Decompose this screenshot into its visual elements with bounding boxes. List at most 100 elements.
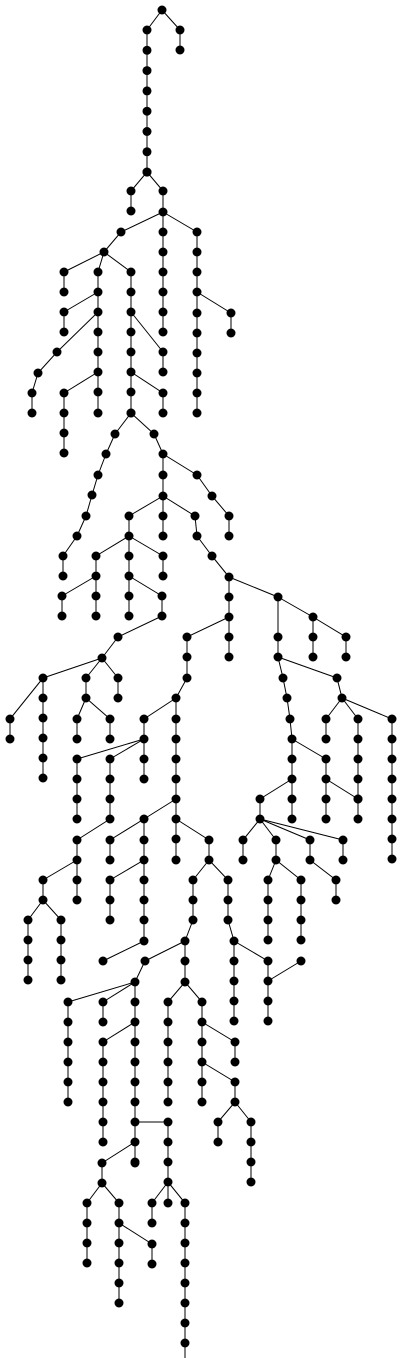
tree-node	[52, 347, 62, 357]
tree-node	[81, 693, 91, 703]
tree-node	[58, 571, 68, 581]
tree-node	[93, 347, 103, 357]
tree-node	[230, 1057, 240, 1067]
tree-node	[105, 895, 115, 905]
tree-node	[182, 632, 192, 642]
tree-node	[158, 207, 168, 217]
tree-node	[63, 1017, 73, 1027]
tree-node	[321, 794, 331, 804]
tree-node	[158, 227, 168, 237]
tree-edge	[37, 351, 58, 374]
tree-node	[238, 835, 248, 845]
tree-node	[114, 1278, 124, 1288]
tree-node	[56, 915, 66, 925]
tree-node	[296, 895, 306, 905]
tree-edge	[61, 575, 97, 597]
tree-edge	[56, 311, 99, 353]
tree-node	[192, 408, 202, 418]
tree-node	[130, 1057, 140, 1067]
tree-node	[157, 5, 167, 15]
tree-node	[126, 367, 136, 377]
tree-node	[98, 1117, 108, 1127]
tree-node	[93, 267, 103, 277]
tree-node	[229, 996, 239, 1006]
tree-node	[158, 267, 168, 277]
tree-edge	[85, 697, 111, 720]
tree-node	[305, 855, 315, 865]
tree-node	[110, 429, 120, 439]
tree-edge	[162, 495, 196, 517]
tree-node	[163, 1137, 173, 1147]
tree-node	[158, 491, 168, 501]
tree-node	[163, 1097, 173, 1107]
tree-edge	[275, 859, 302, 881]
tree-edge	[259, 818, 311, 841]
tree-node	[38, 713, 48, 723]
tree-node	[63, 997, 73, 1007]
tree-node	[263, 895, 273, 905]
tree-node	[171, 794, 181, 804]
tree-node	[158, 367, 168, 377]
tree-node	[59, 408, 69, 418]
tree-edge	[102, 940, 145, 962]
tree-node	[33, 368, 43, 378]
tree-node	[38, 693, 48, 703]
tree-edge	[95, 535, 130, 557]
tree-node	[126, 267, 136, 277]
tree-node	[387, 834, 397, 844]
tree-node	[105, 915, 115, 925]
tree-edge	[109, 818, 145, 841]
tree-node	[192, 287, 202, 297]
tree-node	[158, 511, 168, 521]
tree-edge	[102, 981, 136, 1003]
tree-node	[353, 794, 363, 804]
tree-node	[91, 551, 101, 561]
tree-node	[130, 1077, 140, 1087]
tree-node	[139, 915, 149, 925]
tree-node	[263, 976, 273, 986]
tree-node	[98, 1057, 108, 1067]
tree-node	[285, 714, 295, 724]
tree-node	[114, 1218, 124, 1228]
tree-node	[387, 734, 397, 744]
tree-node	[158, 531, 168, 541]
tree-edge	[128, 575, 163, 597]
tree-node	[175, 45, 185, 55]
tree-node	[171, 774, 181, 784]
tree-node	[98, 1137, 108, 1147]
tree-node	[197, 1057, 207, 1067]
tree-node	[101, 449, 111, 459]
tree-node	[147, 1198, 157, 1208]
tree-node	[197, 1077, 207, 1087]
tree-node	[296, 956, 306, 966]
tree-node	[142, 147, 152, 157]
tree-node	[147, 1239, 157, 1249]
tree-node	[72, 794, 82, 804]
tree-edge	[101, 1141, 136, 1164]
tree-node	[296, 935, 306, 945]
tree-node	[321, 734, 331, 744]
tree-node	[263, 1016, 273, 1026]
tree-node	[158, 551, 168, 561]
tree-edge	[117, 615, 163, 638]
tree-node	[63, 1057, 73, 1067]
tree-node	[180, 1238, 190, 1248]
tree-node	[224, 612, 234, 622]
tree-node	[5, 714, 15, 724]
tree-node	[308, 632, 318, 642]
tree-node	[224, 592, 234, 602]
tree-node	[98, 997, 108, 1007]
tree-node	[72, 774, 82, 784]
tree-node	[230, 1097, 240, 1107]
tree-node	[97, 1158, 107, 1168]
tree-edge	[143, 697, 177, 720]
tree-node	[192, 328, 202, 338]
tree-node	[82, 1258, 92, 1268]
tree-node	[56, 955, 66, 965]
tree-node	[72, 531, 82, 541]
tree-edge	[144, 940, 186, 962]
tree-node	[93, 287, 103, 297]
tree-edge	[102, 1021, 136, 1043]
tree-node	[337, 693, 347, 703]
tree-node	[130, 1017, 140, 1027]
